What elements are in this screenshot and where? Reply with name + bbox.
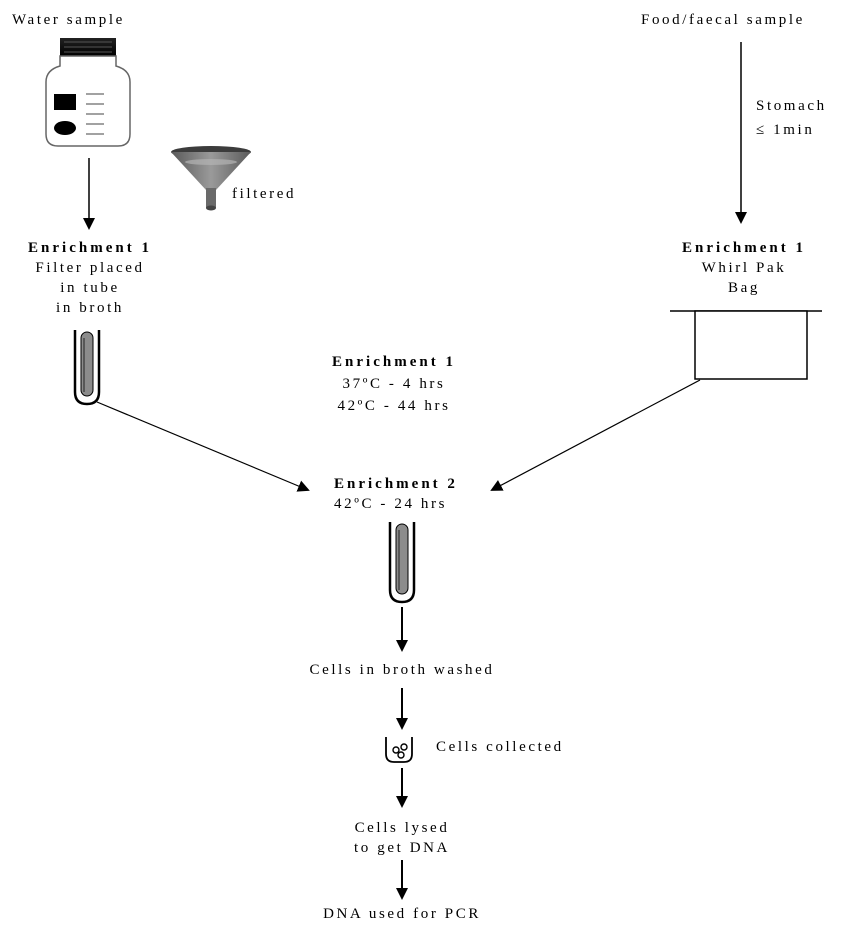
cells-collected-label: Cells collected [436, 737, 564, 757]
enrichment1-right-line: Whirl Pak [702, 258, 787, 278]
stomach-label: Stomach [756, 96, 827, 116]
food-sample-title: Food/faecal sample [641, 10, 805, 30]
enrichment2-line: 42ºC - 24 hrs [334, 494, 447, 514]
test-tube-icon-left [75, 330, 99, 404]
enrichment1-center-line: 42ºC - 44 hrs [337, 396, 450, 416]
whirl-pak-bag-icon [670, 311, 822, 379]
enrichment1-left-line: in broth [56, 298, 124, 318]
cells-lysed-line: to get DNA [354, 838, 450, 858]
enrichment1-center-title: Enrichment 1 [332, 352, 456, 372]
enrichment1-left-line: in tube [60, 278, 119, 298]
enrichment1-left-title: Enrichment 1 [28, 238, 152, 258]
dna-pcr-label: DNA used for PCR [323, 904, 481, 924]
water-bottle-icon [46, 38, 130, 146]
arrow-bag-to-enrichment2 [492, 380, 700, 490]
cells-washed-label: Cells in broth washed [309, 660, 494, 680]
enrichment1-right-title: Enrichment 1 [682, 238, 806, 258]
test-tube-icon-center [390, 522, 414, 602]
enrichment2-title: Enrichment 2 [334, 474, 458, 494]
filtered-label: filtered [232, 184, 296, 204]
enrichment1-right-line: Bag [728, 278, 760, 298]
enrichment1-center-line: 37ºC - 4 hrs [343, 374, 446, 394]
cells-lysed-line: Cells lysed [355, 818, 450, 838]
stomach-time-label: ≤ 1min [756, 120, 814, 140]
cell-pellet-beaker-icon [386, 737, 412, 762]
enrichment1-left-line: Filter placed [35, 258, 144, 278]
water-sample-title: Water sample [12, 10, 125, 30]
arrow-tube-to-enrichment2 [97, 402, 308, 490]
